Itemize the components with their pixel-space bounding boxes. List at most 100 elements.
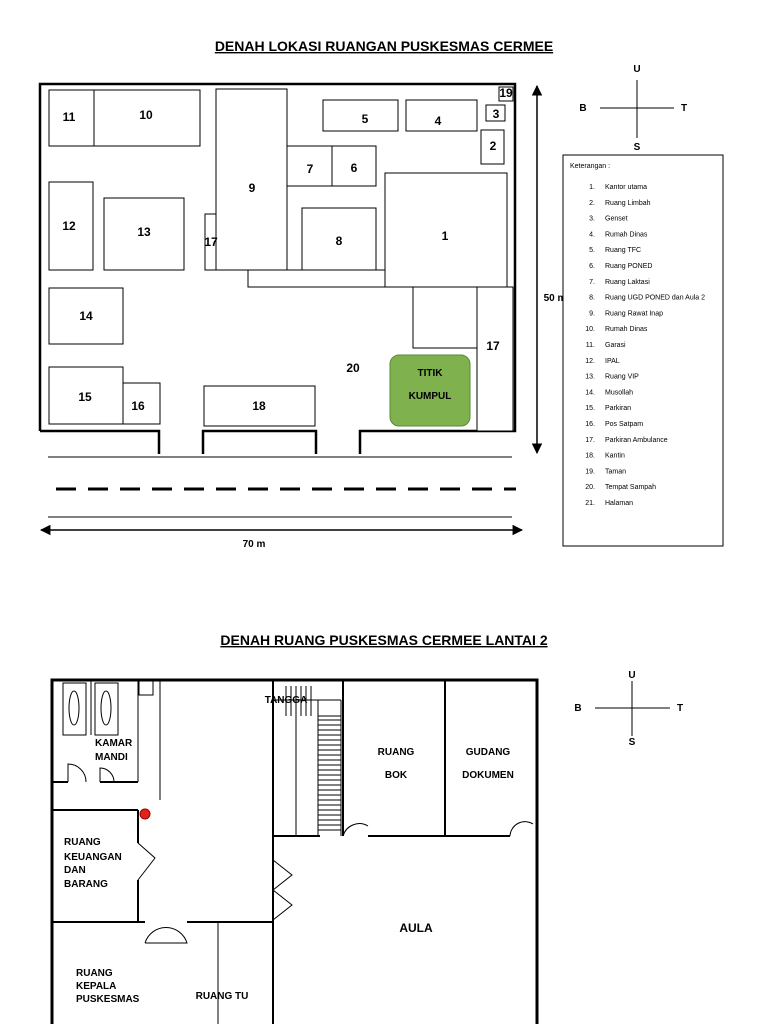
label-17-small: 17 (204, 235, 218, 249)
building-8 (301, 207, 377, 271)
building-3 (485, 104, 506, 122)
building-16 (122, 382, 161, 425)
legend-box (562, 154, 724, 547)
legend-item-number: 17. (585, 437, 595, 444)
label-12: 12 (62, 219, 76, 233)
legend-item-number: 6. (589, 263, 595, 270)
label-10: 10 (139, 108, 153, 122)
assembly-point-line1: TITIK (418, 368, 444, 379)
room-kamar-mandi-label-1: KAMAR (95, 738, 133, 749)
room-bok-label-2: BOK (385, 770, 408, 781)
legend-item-label: Taman (605, 468, 626, 475)
building-12 (48, 181, 94, 271)
room-gudang-label-1: GUDANG (466, 747, 511, 758)
label-13: 13 (137, 225, 151, 239)
dimension-height-label: 50 m (544, 293, 567, 304)
legend-item-number: 10. (585, 326, 595, 333)
compass-2-east-label: T (677, 703, 683, 714)
building-19 (498, 86, 514, 102)
compass-west-label: B (579, 103, 586, 114)
site-boundary (38, 82, 517, 454)
room-keuangan-label-3: DAN (64, 865, 86, 876)
compass-icon (600, 80, 674, 138)
legend-item-label: Pos Satpam (605, 421, 643, 428)
door-swing-icon (67, 763, 534, 944)
building-1 (384, 172, 508, 288)
building-17 (476, 286, 514, 432)
label-2: 2 (490, 139, 497, 153)
legend-item-label: IPAL (605, 358, 620, 365)
building-2 (480, 129, 505, 165)
assembly-point (389, 354, 471, 427)
legend-item-label: Parkiran Ambulance (605, 437, 668, 444)
legend-item-label: Ruang PONED (605, 263, 652, 270)
building-annex (412, 286, 478, 349)
road (48, 456, 516, 518)
legend-item-label: Ruang Laktasi (605, 279, 650, 286)
label-17: 17 (486, 339, 500, 353)
building-18 (203, 385, 316, 427)
assembly-point-line2: KUMPUL (409, 391, 452, 402)
stair-top-bars (285, 686, 312, 716)
room-keuangan-label-4: BARANG (64, 879, 108, 890)
legend-item-number: 21. (585, 500, 595, 507)
room-keuangan-label-2: KEUANGAN (64, 852, 122, 863)
compass-south-label: S (634, 142, 641, 153)
label-9: 9 (249, 181, 256, 195)
room-aula-label: AULA (399, 921, 433, 935)
label-14: 14 (79, 309, 93, 323)
legend-item-number: 2. (589, 200, 595, 207)
label-4: 4 (435, 114, 442, 128)
legend-item-number: 20. (585, 484, 595, 491)
building-5 (322, 99, 399, 132)
room-bok-label-1: RUANG (378, 747, 415, 758)
legend-item-label: Ruang Rawat Inap (605, 310, 663, 317)
legend-item-number: 15. (585, 405, 595, 412)
room-gudang-label-2: DOKUMEN (462, 770, 514, 781)
legend-item-number: 9. (589, 310, 595, 317)
legend-item-label: Kantin (605, 453, 625, 460)
legend-item-number: 1. (589, 184, 595, 191)
fire-extinguisher-marker (139, 808, 151, 820)
legend-item-label: Garasi (605, 342, 626, 349)
compass-2-north-label: U (628, 670, 635, 681)
dimension-width-label: 70 m (243, 539, 266, 550)
room-kepala-label-3: PUSKESMAS (76, 994, 140, 1005)
label-3: 3 (493, 107, 500, 121)
building-10 (93, 89, 201, 147)
legend-item-number: 3. (589, 216, 595, 223)
legend-item-label: Halaman (605, 500, 633, 507)
legend-item-label: Ruang TFC (605, 247, 641, 254)
room-kepala-label-1: RUANG (76, 968, 113, 979)
building-14 (48, 287, 124, 345)
legend-item-number: 14. (585, 389, 595, 396)
label-15: 15 (78, 390, 92, 404)
building-11 (48, 89, 95, 147)
legend-item-label: Ruang UGD PONED dan Aula 2 (605, 295, 705, 302)
floor2-walls (50, 678, 539, 1024)
legend-item-number: 13. (585, 374, 595, 381)
compass-north-label: U (633, 64, 640, 75)
legend-item-label: Kantor utama (605, 184, 647, 191)
legend-item-number: 4. (589, 231, 595, 238)
label-7: 7 (307, 162, 314, 176)
legend-item-number: 12. (585, 358, 595, 365)
compass-2-south-label: S (629, 737, 636, 748)
building-6 (331, 145, 377, 187)
building-9 (215, 88, 288, 271)
building-13 (103, 197, 185, 271)
legend-item-number: 8. (589, 295, 595, 302)
label-5: 5 (362, 112, 369, 126)
plan2-title: DENAH RUANG PUSKESMAS CERMEE LANTAI 2 (220, 632, 547, 648)
label-16: 16 (131, 399, 145, 413)
building-4 (405, 99, 478, 132)
legend-item-label: Rumah Dinas (605, 326, 648, 333)
plan1-title: DENAH LOKASI RUANGAN PUSKESMAS CERMEE (215, 38, 553, 54)
legend-item-number: 16. (585, 421, 595, 428)
room-kepala-label-2: KEPALA (76, 981, 116, 992)
legend-item-number: 19. (585, 468, 595, 475)
legend-item-number: 7. (589, 279, 595, 286)
label-19: 19 (499, 86, 513, 100)
